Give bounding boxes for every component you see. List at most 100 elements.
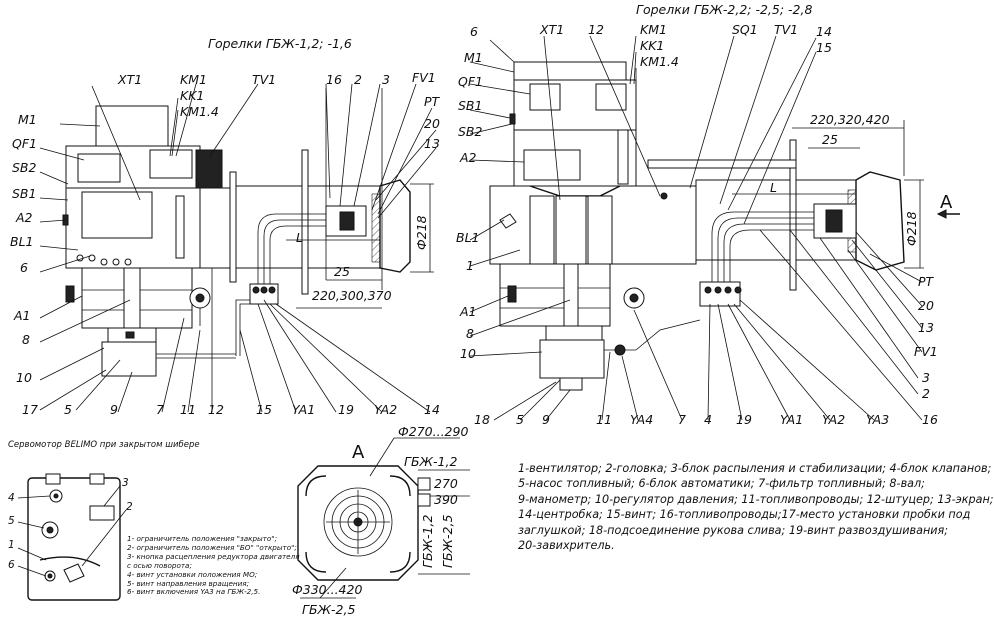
callout-label: 2 <box>922 386 930 401</box>
motor-m1 <box>95 105 169 147</box>
legend-line: 9-манометр; 10-регулятор давления; 11-то… <box>518 492 994 506</box>
legend-line: 1-вентилятор; 2-головка; 3-блок распылен… <box>518 462 992 475</box>
callout-label: ГБЖ-2,5 <box>440 515 455 568</box>
callout-label: L <box>770 180 777 195</box>
callout-label: 12 <box>588 22 604 37</box>
callout-label: 4 <box>704 412 712 427</box>
callout-label: 8 <box>22 332 30 347</box>
callout-label: BL1 <box>10 234 34 249</box>
callout-label: ГБЖ-1,2 <box>404 454 457 469</box>
left-title: Горелки ГБЖ-1,2; -1,6 <box>208 36 352 51</box>
callout-label: 4 <box>8 492 15 504</box>
callout-label: 1 <box>8 539 15 551</box>
callout-label: ГБЖ-2,5 <box>302 602 355 617</box>
callout-label: YA2 <box>822 412 845 427</box>
legend-line: 20-завихритель. <box>518 539 615 553</box>
callout-label: 390 <box>434 492 458 507</box>
callout-label: 11 <box>180 402 196 417</box>
callout-label: 5 <box>516 412 524 427</box>
technical-drawing: Горелки ГБЖ-1,2; -1,6 <box>8 2 960 617</box>
callout-label: 19 <box>338 402 354 417</box>
servo-note: 3- кнопка расцепления редуктора двигател… <box>127 551 300 561</box>
callout-label: YA4 <box>630 412 653 427</box>
callout-label: 3 <box>382 72 390 87</box>
callout-label: 10 <box>460 346 476 361</box>
legend-line: заглушкой; 18-подсоединение рукова слива… <box>518 523 949 537</box>
callout-label: 220,300,370 <box>312 288 392 303</box>
callout-label: M1 <box>464 50 483 65</box>
servo-note: 1- ограничитель положения "закрыто"; <box>127 534 277 543</box>
callout-label: L <box>296 230 303 245</box>
callout-label: SB1 <box>458 98 482 113</box>
callout-label: 6 <box>8 559 15 571</box>
callout-label: 16 <box>922 412 938 427</box>
callout-label: 7 <box>678 412 686 427</box>
callout-label: 5 <box>8 515 15 527</box>
callout-label: 14 <box>816 24 832 39</box>
callout-label: 19 <box>736 412 752 427</box>
callout-label: YA3 <box>866 412 889 427</box>
callout-label: SB2 <box>458 124 483 139</box>
callout-label: Ф218 <box>414 215 429 250</box>
callout-label: YA2 <box>374 402 397 417</box>
callout-label: A2 <box>15 210 33 225</box>
callout-label: YA1 <box>780 412 803 427</box>
callout-label: TV1 <box>774 22 798 37</box>
legend-line: 14-центробка; 15-винт; 16-топливопроводы… <box>518 508 971 522</box>
legend-line: 5-насос топливный; 6-блок автоматики; 7-… <box>518 477 925 491</box>
view-a-detail: A Ф270...290 ГБЖ-1,2 270 390 ГБЖ-1,2 ГБЖ… <box>292 424 470 617</box>
servo-detail: Сервомотор BELIMO при закрытом шибере 4 … <box>8 440 200 601</box>
callout-label: BL1 <box>456 230 480 245</box>
callout-label: 12 <box>208 402 224 417</box>
callout-label: 9 <box>542 412 550 427</box>
view-a-plate <box>297 465 419 581</box>
callout-label: SB1 <box>12 186 36 201</box>
servo-note: с осью поворота; <box>127 560 192 570</box>
callout-label: 3 <box>122 477 129 489</box>
callout-label: 13 <box>424 136 440 151</box>
callout-label: Ф330...420 <box>292 582 362 597</box>
callout-label: M1 <box>18 112 37 127</box>
callout-label: 11 <box>596 412 612 427</box>
callout-label: A <box>940 192 953 213</box>
servo-note: 5- винт направления вращения; <box>127 578 250 588</box>
callout-label: 20 <box>918 298 934 313</box>
callout-label: 10 <box>16 370 32 385</box>
callout-label: A <box>352 442 365 463</box>
callout-label: 25 <box>334 264 350 279</box>
callout-label: 16 <box>326 72 342 87</box>
callout-label: 7 <box>156 402 164 417</box>
callout-label: Ф218 <box>904 211 919 246</box>
servo-note: 4- винт установки положения МО; <box>127 569 258 579</box>
callout-label: 15 <box>816 40 832 55</box>
callout-label: 14 <box>424 402 440 417</box>
callout-label: 13 <box>918 320 934 335</box>
servo-note: 2- ограничитель положения "БО" "открыто"… <box>127 542 297 552</box>
callout-label: 18 <box>474 412 490 427</box>
callout-label: 2 <box>354 72 362 87</box>
servo-title: Сервомотор BELIMO при закрытом шибере <box>8 440 200 450</box>
callout-label: ГБЖ-1,2 <box>420 515 435 568</box>
servo-note: 6- винт включения YA3 на ГБЖ-2,5. <box>127 587 261 597</box>
servo-body <box>27 477 121 601</box>
callout-label: SQ1 <box>732 22 758 37</box>
callout-label: 2 <box>126 501 133 513</box>
right-title: Горелки ГБЖ-2,2; -2,5; -2,8 <box>636 2 812 17</box>
callout-label: TV1 <box>252 72 276 87</box>
callout-label: KM1.4 <box>180 104 219 119</box>
callout-label: 3 <box>922 370 930 385</box>
callout-label: KK1 <box>180 88 204 103</box>
callout-label: KM1 <box>640 22 667 37</box>
callout-label: 5 <box>64 402 72 417</box>
callout-label: XT1 <box>117 72 142 87</box>
callout-label: 17 <box>22 402 38 417</box>
callout-label: 6 <box>470 24 478 39</box>
callout-label: A1 <box>459 304 477 319</box>
callout-label: A2 <box>459 150 477 165</box>
callout-label: 20 <box>424 116 440 131</box>
motor-m1-right <box>513 61 627 81</box>
callout-label: XT1 <box>539 22 564 37</box>
callout-label: 8 <box>466 326 474 341</box>
callout-label: 9 <box>110 402 118 417</box>
left-burner-drawing: Горелки ГБЖ-1,2; -1,6 <box>10 36 441 417</box>
